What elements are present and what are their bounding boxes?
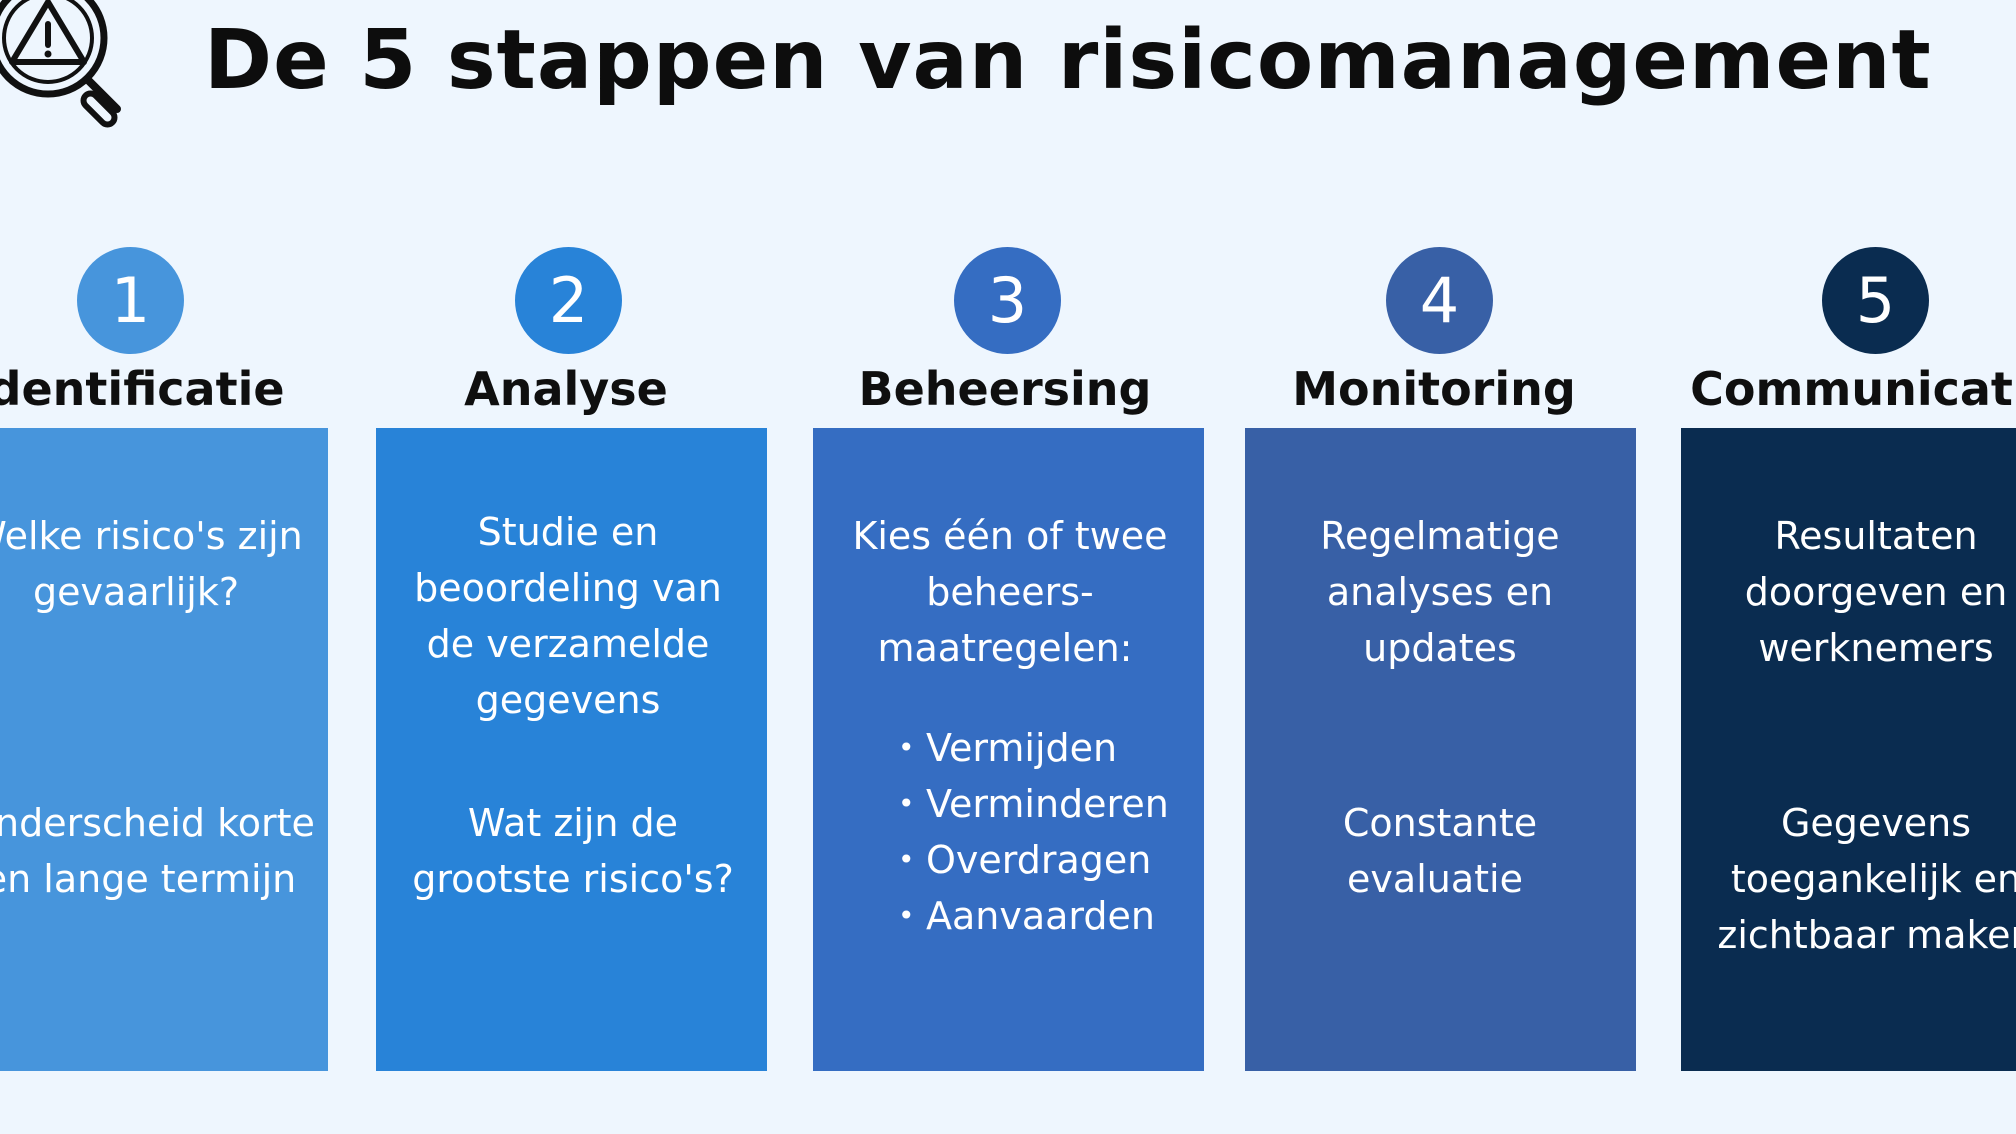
step-text-2b-line1: Wat zijn de	[467, 801, 679, 845]
step-text-5a-line2: doorgeven en	[1744, 570, 2008, 614]
measure-vermijden: Vermijden	[926, 726, 1118, 770]
step-number-5: 5	[1822, 247, 1929, 354]
step-text-5b-line1: Gegevens	[1780, 801, 1972, 845]
list-item: Verminderen	[898, 776, 1169, 832]
list-item: Vermijden	[898, 720, 1169, 776]
step-text-3a-line2: beheers-	[926, 570, 1094, 614]
step-text-4a-line2: analyses en	[1326, 570, 1554, 614]
step-text-4a-line1: Regelmatige	[1320, 514, 1560, 558]
step-card-1	[0, 428, 328, 1071]
step-card-5	[1681, 428, 2016, 1071]
step-card-2	[376, 428, 767, 1071]
step-text-5b-line2: toegankelijk en	[1730, 857, 2016, 901]
step-card-4	[1245, 428, 1636, 1071]
step-heading-2: Analyse	[464, 362, 668, 416]
step-text-2a-line1: Studie en	[477, 510, 659, 554]
step-text-4b-line1: Constante	[1342, 801, 1538, 845]
page-title: De 5 stappen van risicomanagement	[204, 13, 1932, 108]
measure-verminderen: Verminderen	[926, 782, 1169, 826]
step-text-1b-line2: en lange termijn	[0, 857, 297, 901]
warning-magnifier-icon	[0, 0, 121, 128]
step-heading-3: Beheersing	[858, 362, 1152, 416]
step-text-3a-line3: maatregelen:	[877, 626, 1133, 670]
step-text-2a-line2: beoordeling van	[414, 566, 722, 610]
step-heading-1: Identificatie	[0, 362, 285, 416]
step-text-1a-line2: gevaarlijk?	[32, 570, 240, 614]
list-item: Overdragen	[898, 832, 1169, 888]
step-heading-5: Communicatie	[1690, 362, 2016, 416]
step-text-5a-line3: werknemers	[1758, 626, 1994, 670]
list-item: Aanvaarden	[898, 888, 1169, 944]
step-text-3a-line1: Kies één of twee	[852, 514, 1168, 558]
measure-aanvaarden: Aanvaarden	[926, 894, 1155, 938]
step-text-2b-line2: grootste risico's?	[412, 857, 734, 901]
step-number-3: 3	[954, 247, 1061, 354]
step-text-5b-line3: zichtbaar maken	[1717, 913, 2016, 957]
step-text-4a-line3: updates	[1363, 626, 1517, 670]
step-number-1: 1	[77, 247, 184, 354]
measures-list: Vermijden Verminderen Overdragen Aanvaar…	[898, 720, 1169, 944]
step-number-2: 2	[515, 247, 622, 354]
step-text-2a-line3: de verzamelde	[426, 622, 710, 666]
measure-overdragen: Overdragen	[926, 838, 1152, 882]
step-text-1a-line1: Welke risico's zijn	[0, 514, 303, 558]
step-text-4b-line2: evaluatie	[1347, 857, 1523, 901]
step-text-5a-line1: Resultaten	[1774, 514, 1978, 558]
step-number-4: 4	[1386, 247, 1493, 354]
step-heading-4: Monitoring	[1292, 362, 1576, 416]
step-text-1b-line1: Onderscheid korte	[0, 801, 315, 845]
step-text-2a-line4: gegevens	[475, 678, 661, 722]
